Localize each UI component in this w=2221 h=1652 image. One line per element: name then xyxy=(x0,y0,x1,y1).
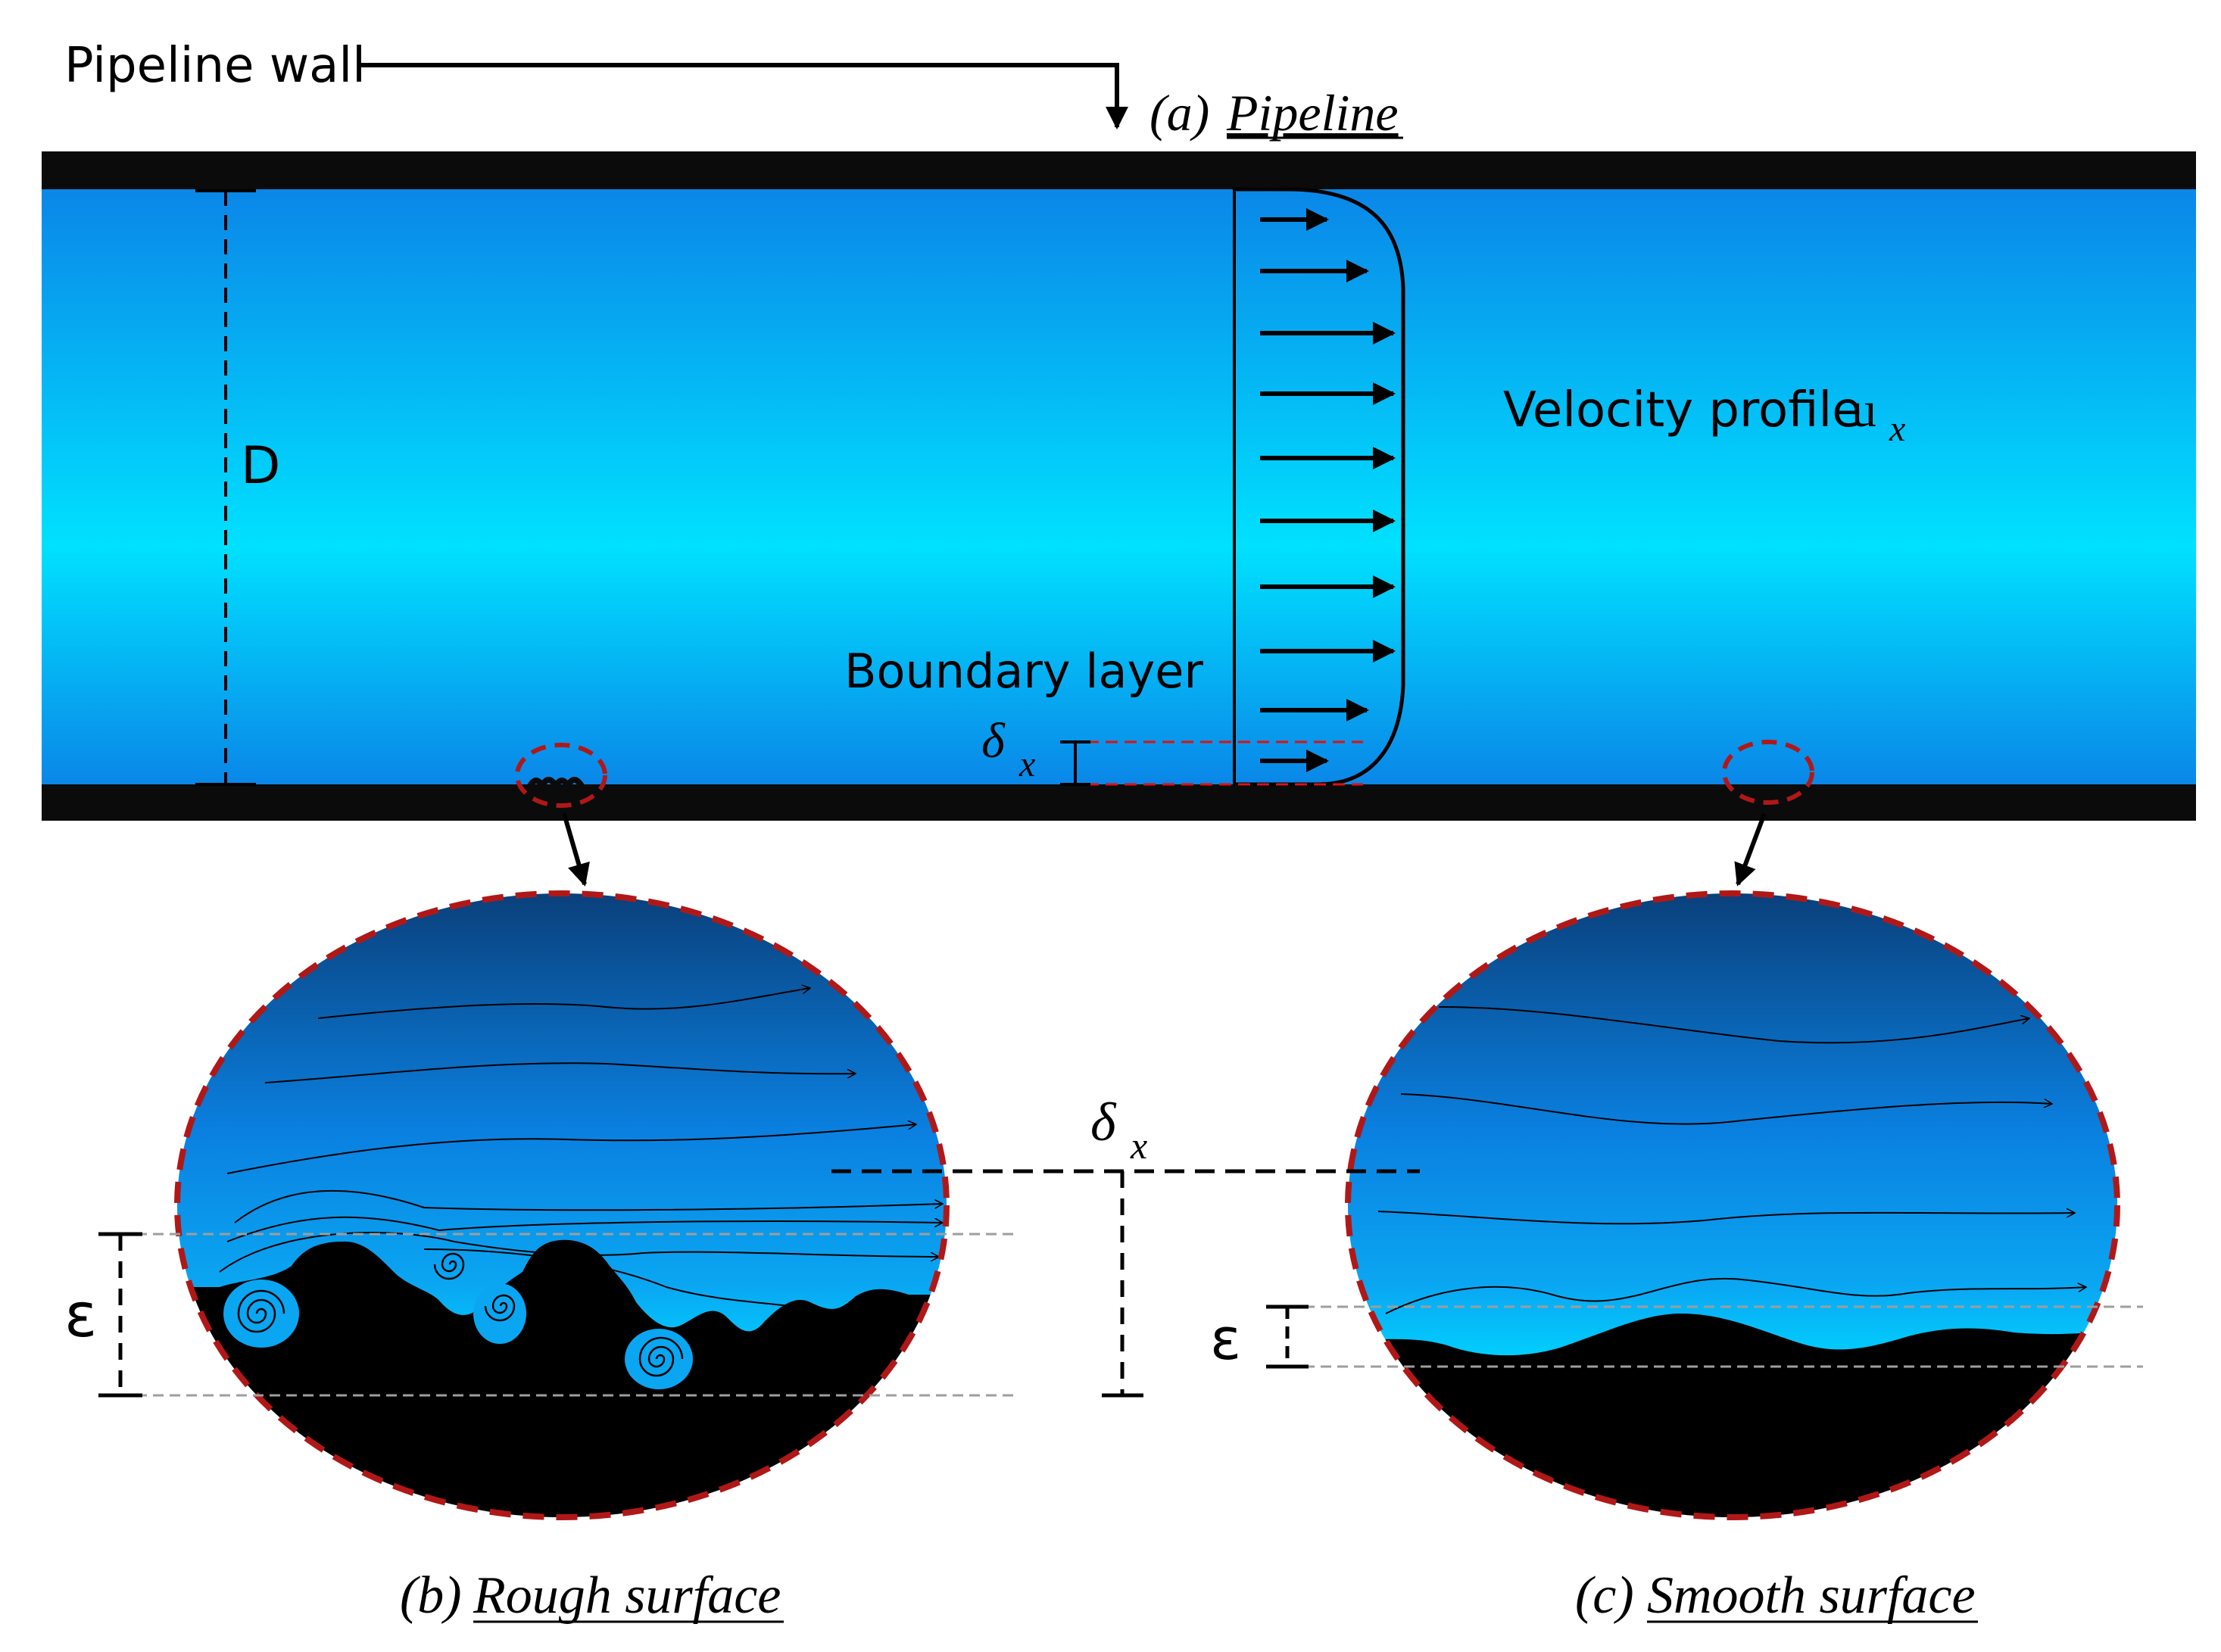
eddy-spiral xyxy=(804,1309,824,1326)
velocity-subscript: x xyxy=(1889,409,1905,449)
streamline xyxy=(234,1189,943,1223)
rough-zoom-leader xyxy=(562,813,590,887)
smooth-surface-panel xyxy=(1345,890,2120,1520)
eddy-spiral xyxy=(433,1252,465,1280)
rough-surface-panel xyxy=(174,890,950,1520)
streamline xyxy=(219,1232,939,1273)
pipeline-wall-leader xyxy=(357,63,1128,129)
pipeline-panel: Pipeline wall (a) Pipeline D xyxy=(42,38,2196,887)
diameter-dimension xyxy=(195,189,256,786)
streamline xyxy=(1385,1277,2086,1314)
streamline xyxy=(1377,1211,2075,1225)
panel-a-caption: (a) xyxy=(1149,84,1209,142)
rough-surface-profile xyxy=(177,1239,947,1517)
streamline xyxy=(226,1124,916,1174)
eddy-spiral xyxy=(237,1289,285,1333)
panel-b-title: Rough surface xyxy=(473,1566,781,1625)
pipeline-wall-label: Pipeline wall xyxy=(64,38,366,94)
center-delta-symbol: δ xyxy=(1090,1092,1117,1152)
rough-zoom-border xyxy=(174,890,950,1520)
streamline xyxy=(1438,1006,2029,1044)
streamline xyxy=(226,1216,943,1242)
panel-a-title: Pipeline xyxy=(1226,84,1399,142)
smooth-epsilon-dimension xyxy=(1266,1304,2143,1369)
smooth-zoom-marker xyxy=(1722,740,1814,805)
boundary-layer-label: Boundary layer xyxy=(844,644,1203,699)
panel-b-caption: (b) xyxy=(400,1566,462,1625)
smooth-epsilon-label: ε xyxy=(1210,1305,1241,1373)
pipeline-wall-top xyxy=(42,151,2196,189)
velocity-profile-label: Velocity profile xyxy=(1503,382,1862,438)
panel-c-title: Smooth surface xyxy=(1647,1566,1976,1625)
streamline xyxy=(317,988,810,1019)
smooth-zoom-leader xyxy=(1734,812,1767,887)
streamline xyxy=(1400,1093,2052,1125)
rough-zoom-marker-bumps xyxy=(527,777,585,793)
boundary-layer-marker xyxy=(1060,740,1363,786)
rough-zoom-marker xyxy=(515,743,607,808)
velocity-profile xyxy=(1233,187,1405,787)
boundary-layer-delta: δ xyxy=(981,713,1006,768)
rough-epsilon-dimension xyxy=(98,1232,1018,1398)
center-delta-dimension xyxy=(831,1169,1420,1398)
velocity-symbol: u xyxy=(1851,382,1876,438)
smooth-zoom-border xyxy=(1345,890,2120,1520)
streamline xyxy=(423,1248,818,1310)
pipe-fluid xyxy=(42,188,2196,786)
eddy-spiral xyxy=(638,1336,684,1377)
pipeline-wall-bottom xyxy=(42,784,2196,821)
rough-epsilon-label: ε xyxy=(64,1280,97,1351)
center-delta-subscript: x xyxy=(1130,1124,1147,1167)
panel-c-caption: (c) xyxy=(1575,1566,1634,1625)
diameter-label: D xyxy=(241,436,280,496)
boundary-layer-delta-sub: x xyxy=(1018,744,1035,784)
eddy-spiral xyxy=(484,1294,516,1322)
streamline xyxy=(264,1062,856,1083)
